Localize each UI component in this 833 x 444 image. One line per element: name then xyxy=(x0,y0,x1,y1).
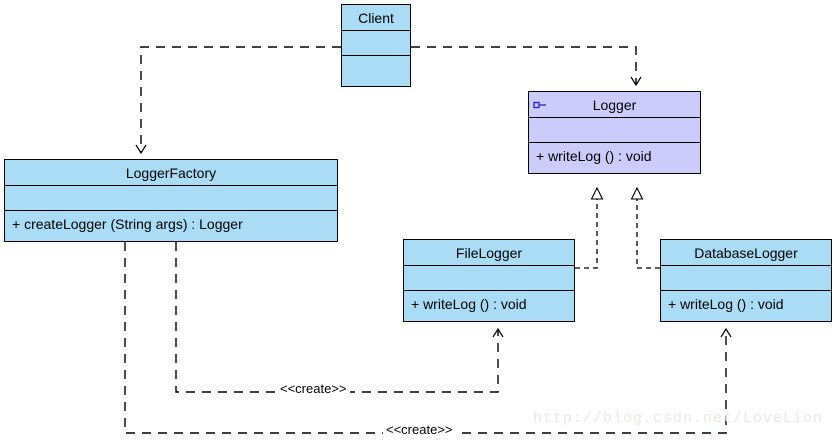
watermark-text: http://blog.csdn.net/LoveLion xyxy=(533,410,824,427)
class-attributes-client xyxy=(342,31,410,56)
class-name-file-logger: FileLogger xyxy=(404,240,574,266)
class-name-database-logger: DatabaseLogger xyxy=(661,240,831,266)
class-box-file-logger[interactable]: FileLogger + writeLog () : void xyxy=(403,239,575,322)
edge-filelogger-realizes-logger xyxy=(575,186,604,269)
class-attributes-logger-factory xyxy=(5,186,337,211)
class-attributes-logger xyxy=(529,118,700,143)
class-operations-logger: + writeLog () : void xyxy=(536,148,652,164)
edge-client-to-logger xyxy=(411,46,642,87)
class-name-client: Client xyxy=(342,5,410,31)
class-box-database-logger[interactable]: DatabaseLogger + writeLog () : void xyxy=(660,239,832,322)
class-operations-logger-factory: + createLogger (String args) : Logger xyxy=(12,216,243,232)
edge-databaselogger-realizes-logger xyxy=(630,186,660,269)
class-name-logger: Logger xyxy=(529,92,700,118)
class-box-logger-factory[interactable]: LoggerFactory + createLogger (String arg… xyxy=(4,159,338,242)
class-name-logger-text: Logger xyxy=(592,97,637,113)
class-attributes-file-logger xyxy=(404,266,574,291)
edge-client-to-loggerfactory xyxy=(135,46,341,155)
class-operations-file-logger: + writeLog () : void xyxy=(411,296,527,312)
class-attributes-database-logger xyxy=(661,266,831,291)
interface-lollipop-icon xyxy=(533,101,546,109)
class-box-logger[interactable]: Logger + writeLog () : void xyxy=(528,91,701,174)
class-name-logger-factory: LoggerFactory xyxy=(5,160,337,186)
edge-label-create-database-logger: <<create>> xyxy=(383,422,456,437)
edge-label-create-file-logger: <<create>> xyxy=(277,381,350,396)
class-operations-client xyxy=(342,56,410,82)
class-operations-database-logger: + writeLog () : void xyxy=(668,296,784,312)
class-box-client[interactable]: Client xyxy=(341,4,411,87)
